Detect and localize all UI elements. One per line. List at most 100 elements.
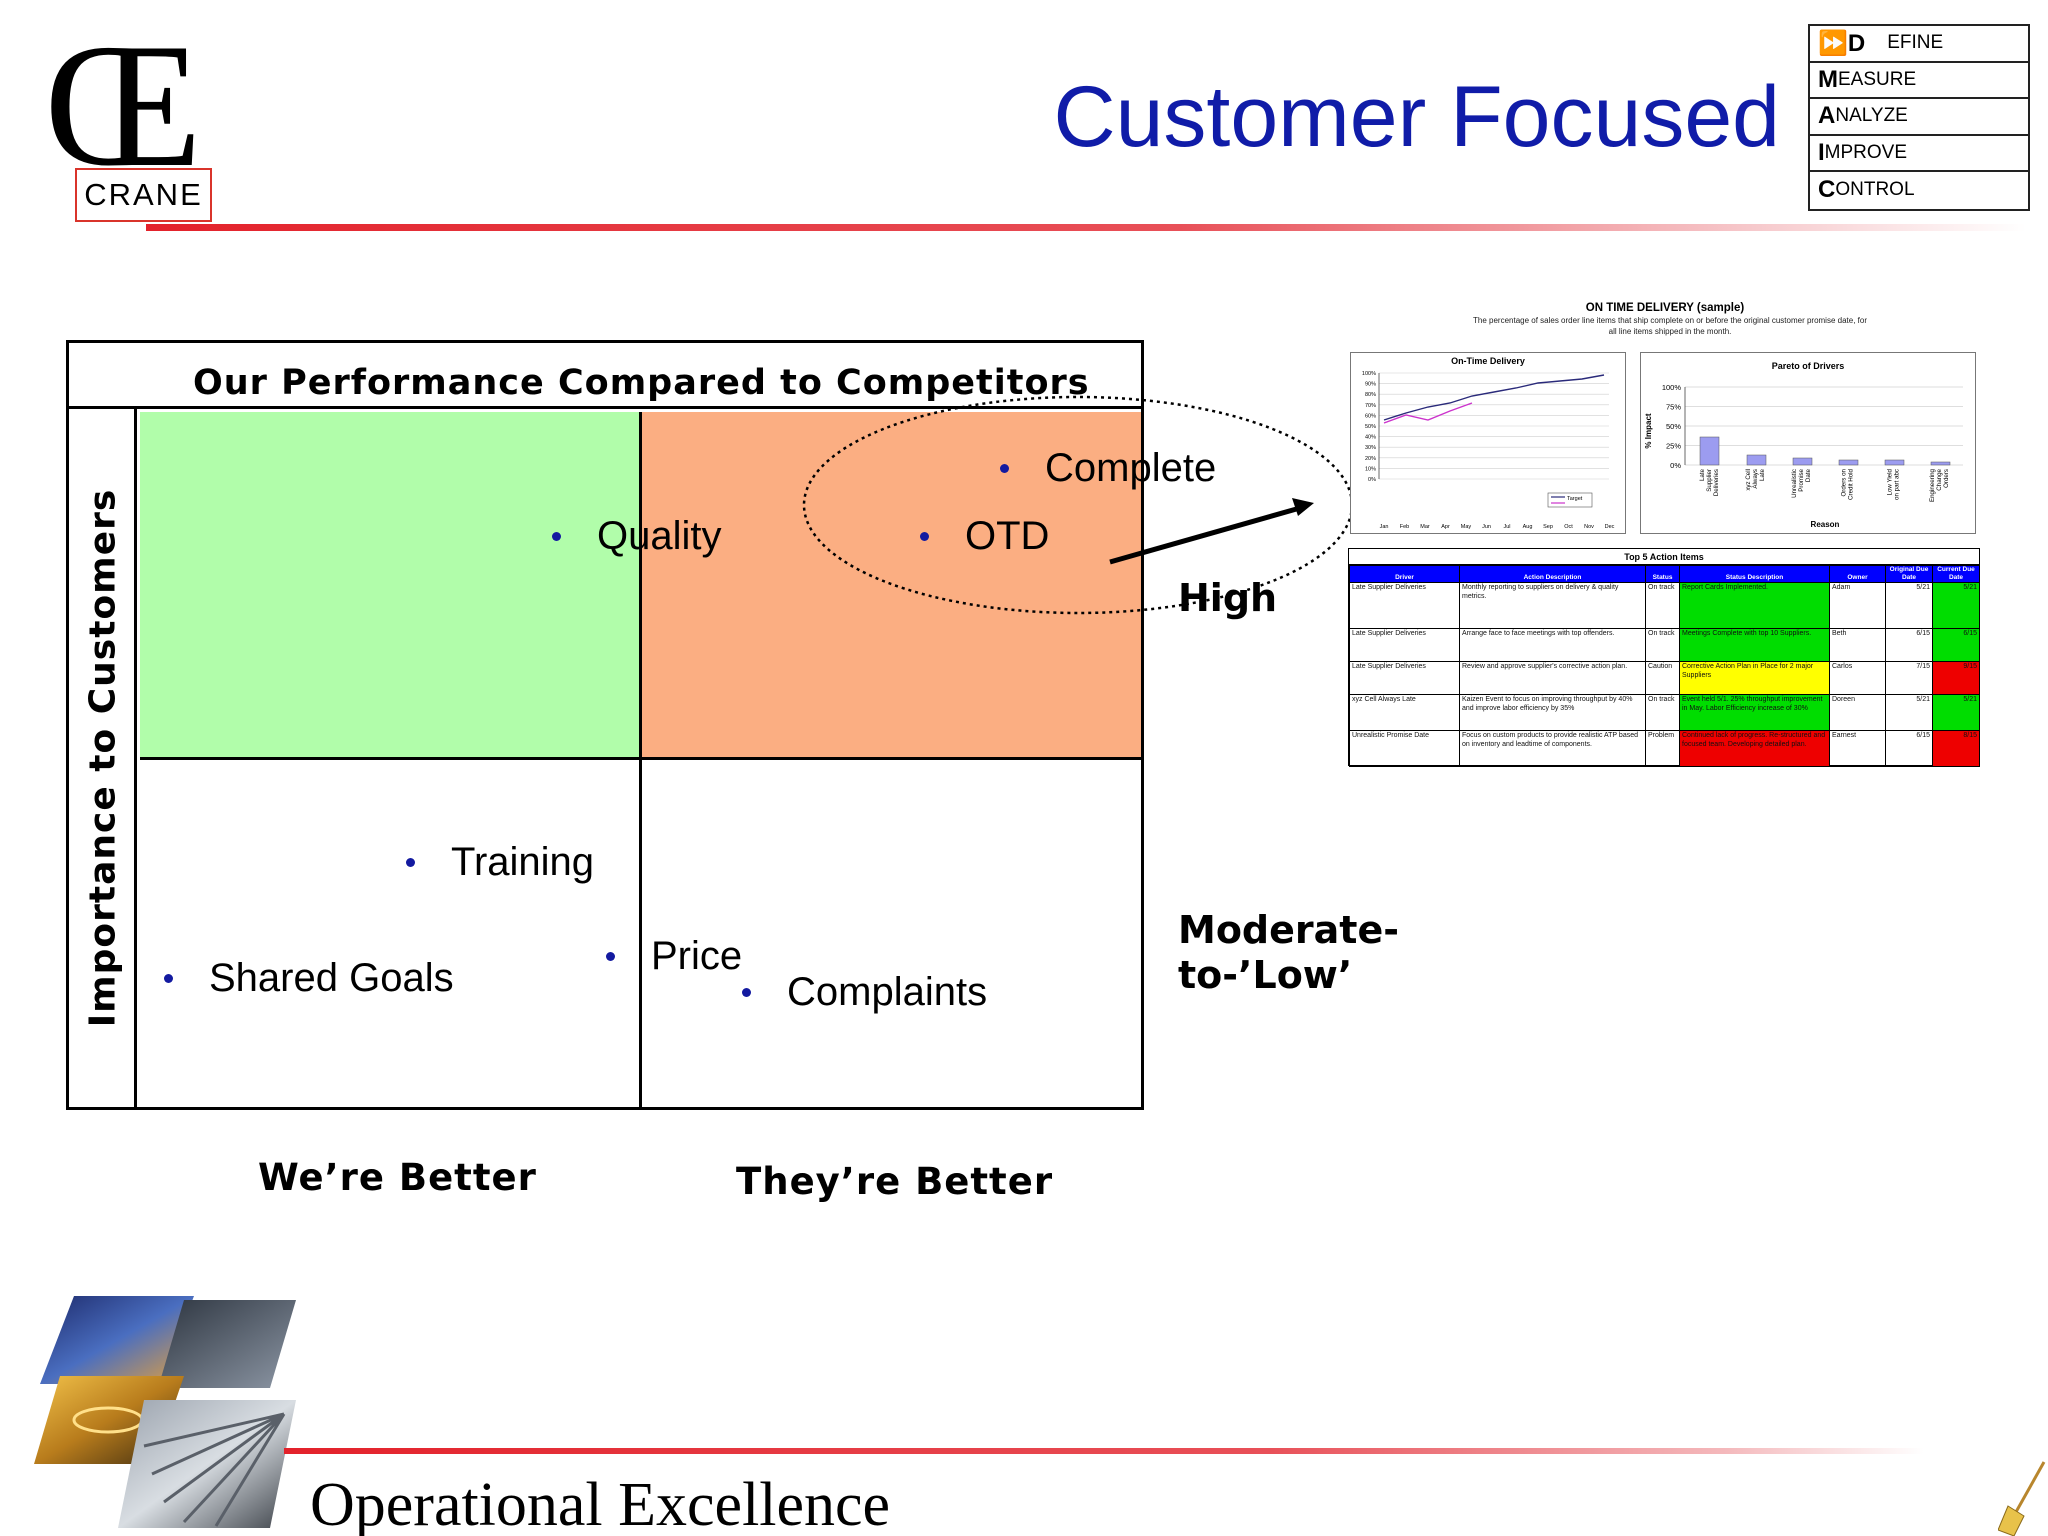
cell-orig-due: 6/15: [1885, 729, 1933, 767]
otd-x-tick: Aug: [1523, 524, 1533, 530]
table-row: Unrealistic Promise Date Focus on custom…: [1349, 729, 1980, 767]
bullet-icon: [606, 952, 615, 961]
dmaic-improve-rest: MPROVE: [1824, 141, 1908, 163]
otd-target-line: [1383, 402, 1473, 424]
pareto-bar: [1746, 454, 1767, 466]
col-owner: Owner: [1829, 565, 1886, 583]
pareto-category-line: Late: [1759, 468, 1766, 481]
bullet-icon: [920, 532, 929, 541]
otd-y-tick: 40%: [1365, 435, 1376, 441]
cell-owner: Beth: [1829, 627, 1886, 662]
otd-chart-panel: On-Time Delivery 100%90%80%70%60%50%40%3…: [1350, 352, 1626, 534]
cell-cur-due: 8/15: [1932, 729, 1980, 767]
action-items-table: Top 5 Action Items Driver Action Descrip…: [1348, 548, 1980, 767]
report-subtitle: The percentage of sales order line items…: [1460, 316, 1880, 338]
pareto-category-line: Always: [1752, 469, 1759, 489]
dmaic-measure-rest: EASURE: [1838, 68, 1917, 90]
cell-status: Caution: [1645, 660, 1680, 695]
pareto-category-line: Deliveries: [1713, 469, 1720, 496]
otd-y-tick: 80%: [1365, 392, 1376, 398]
pareto-y-tick: 25%: [1666, 442, 1681, 451]
pareto-ylabel: % Impact: [1644, 413, 1653, 448]
collage-turbine-blades: [143, 1412, 286, 1527]
otd-x-tick: Dec: [1605, 524, 1615, 530]
item-otd: OTD: [920, 514, 1049, 559]
cell-action: Focus on custom products to provide real…: [1459, 729, 1646, 767]
otd-y-tick: 20%: [1365, 456, 1376, 462]
pareto-y-tick: 75%: [1666, 403, 1681, 412]
otd-y-tick: 10%: [1365, 466, 1376, 472]
pareto-category-line: Unrealistic: [1791, 469, 1798, 498]
col-label-they-better: They’re Better: [736, 1160, 1054, 1203]
otd-legend-target-label: Target: [1567, 496, 1583, 502]
otd-x-tick: Mar: [1420, 524, 1430, 530]
otd-chart-title: On-Time Delivery: [1451, 356, 1525, 366]
otd-y-tick: 90%: [1365, 382, 1376, 388]
cell-status-desc: Meetings Complete with top 10 Suppliers.: [1679, 627, 1830, 662]
pareto-category-line: Low Yield: [1887, 468, 1894, 495]
cell-owner: Carlos: [1829, 660, 1886, 695]
table-row: xyz Cell Always Late Kaizen Event to foc…: [1349, 693, 1980, 731]
item-quality: Quality: [552, 514, 722, 559]
cell-action: Monthly reporting to suppliers on delive…: [1459, 581, 1646, 629]
dmaic-measure-cap: M: [1818, 65, 1838, 93]
otd-x-tick: Jan: [1380, 524, 1389, 530]
cell-status: On track: [1645, 627, 1680, 662]
table-row: Late Supplier Deliveries Review and appr…: [1349, 660, 1980, 695]
matrix-header: Our Performance Compared to Competitors: [69, 343, 1141, 409]
pareto-bar: [1884, 459, 1905, 466]
otd-y-tick: 100%: [1362, 371, 1376, 377]
cell-orig-due: 5/21: [1885, 581, 1933, 629]
matrix-header-text: Our Performance Compared to Competitors: [193, 363, 1090, 403]
collage-tile-turbine: [118, 1400, 296, 1528]
dmaic-analyze-rest: NALYZE: [1835, 105, 1908, 127]
oe-logo-mark: Œ: [44, 6, 202, 204]
collage-tile-machinery: [158, 1300, 296, 1388]
cell-cur-due: 6/15: [1932, 627, 1980, 662]
pareto-category-line: Change: [1936, 468, 1943, 490]
cell-action: Review and approve supplier's corrective…: [1459, 660, 1646, 695]
otd-y-tick: 30%: [1365, 445, 1376, 451]
pareto-y-tick: 50%: [1666, 422, 1681, 431]
pareto-xlabel: Reason: [1811, 520, 1840, 529]
footer-tagline: Operational Excellence: [310, 1471, 891, 1536]
cell-orig-due: 6/15: [1885, 627, 1933, 662]
cell-status-desc: Continued lack of progress. Re-structure…: [1679, 729, 1830, 767]
cell-owner: Earnest: [1829, 729, 1886, 767]
quadrant-high-we-better: [140, 412, 642, 760]
otd-x-tick: Sep: [1543, 524, 1553, 530]
cell-status: On track: [1645, 581, 1680, 629]
cell-status: On track: [1645, 693, 1680, 731]
cell-action: Arrange face to face meetings with top o…: [1459, 627, 1646, 662]
action-items-title: Top 5 Action Items: [1349, 549, 1979, 565]
otd-y-tick: 0%: [1368, 477, 1376, 483]
cell-status-desc: Report Cards Implemented.: [1679, 581, 1830, 629]
pareto-chart-title: Pareto of Drivers: [1771, 361, 1845, 371]
item-quality-label: Quality: [597, 514, 722, 558]
broom-icon: [1998, 1461, 2046, 1536]
footer-photo-collage: [34, 1296, 296, 1528]
dmaic-define-cap: ⏩D: [1818, 29, 1866, 57]
pareto-category-line: Promise: [1798, 468, 1805, 491]
pareto-category-line: on part abc: [1894, 469, 1901, 500]
crane-logo-box: CRANE: [75, 168, 212, 222]
col-status-description: Status Description: [1679, 565, 1830, 583]
matrix-side-axis: Importance to Customers: [69, 409, 137, 1107]
otd-y-tick: 60%: [1365, 413, 1376, 419]
row-label-low-line2: to-’Low’: [1178, 952, 1353, 997]
otd-actual-line: [1383, 374, 1605, 421]
item-price: Price: [606, 934, 742, 979]
item-complete-label: Complete: [1045, 446, 1217, 490]
footer-divider: [284, 1448, 1924, 1454]
